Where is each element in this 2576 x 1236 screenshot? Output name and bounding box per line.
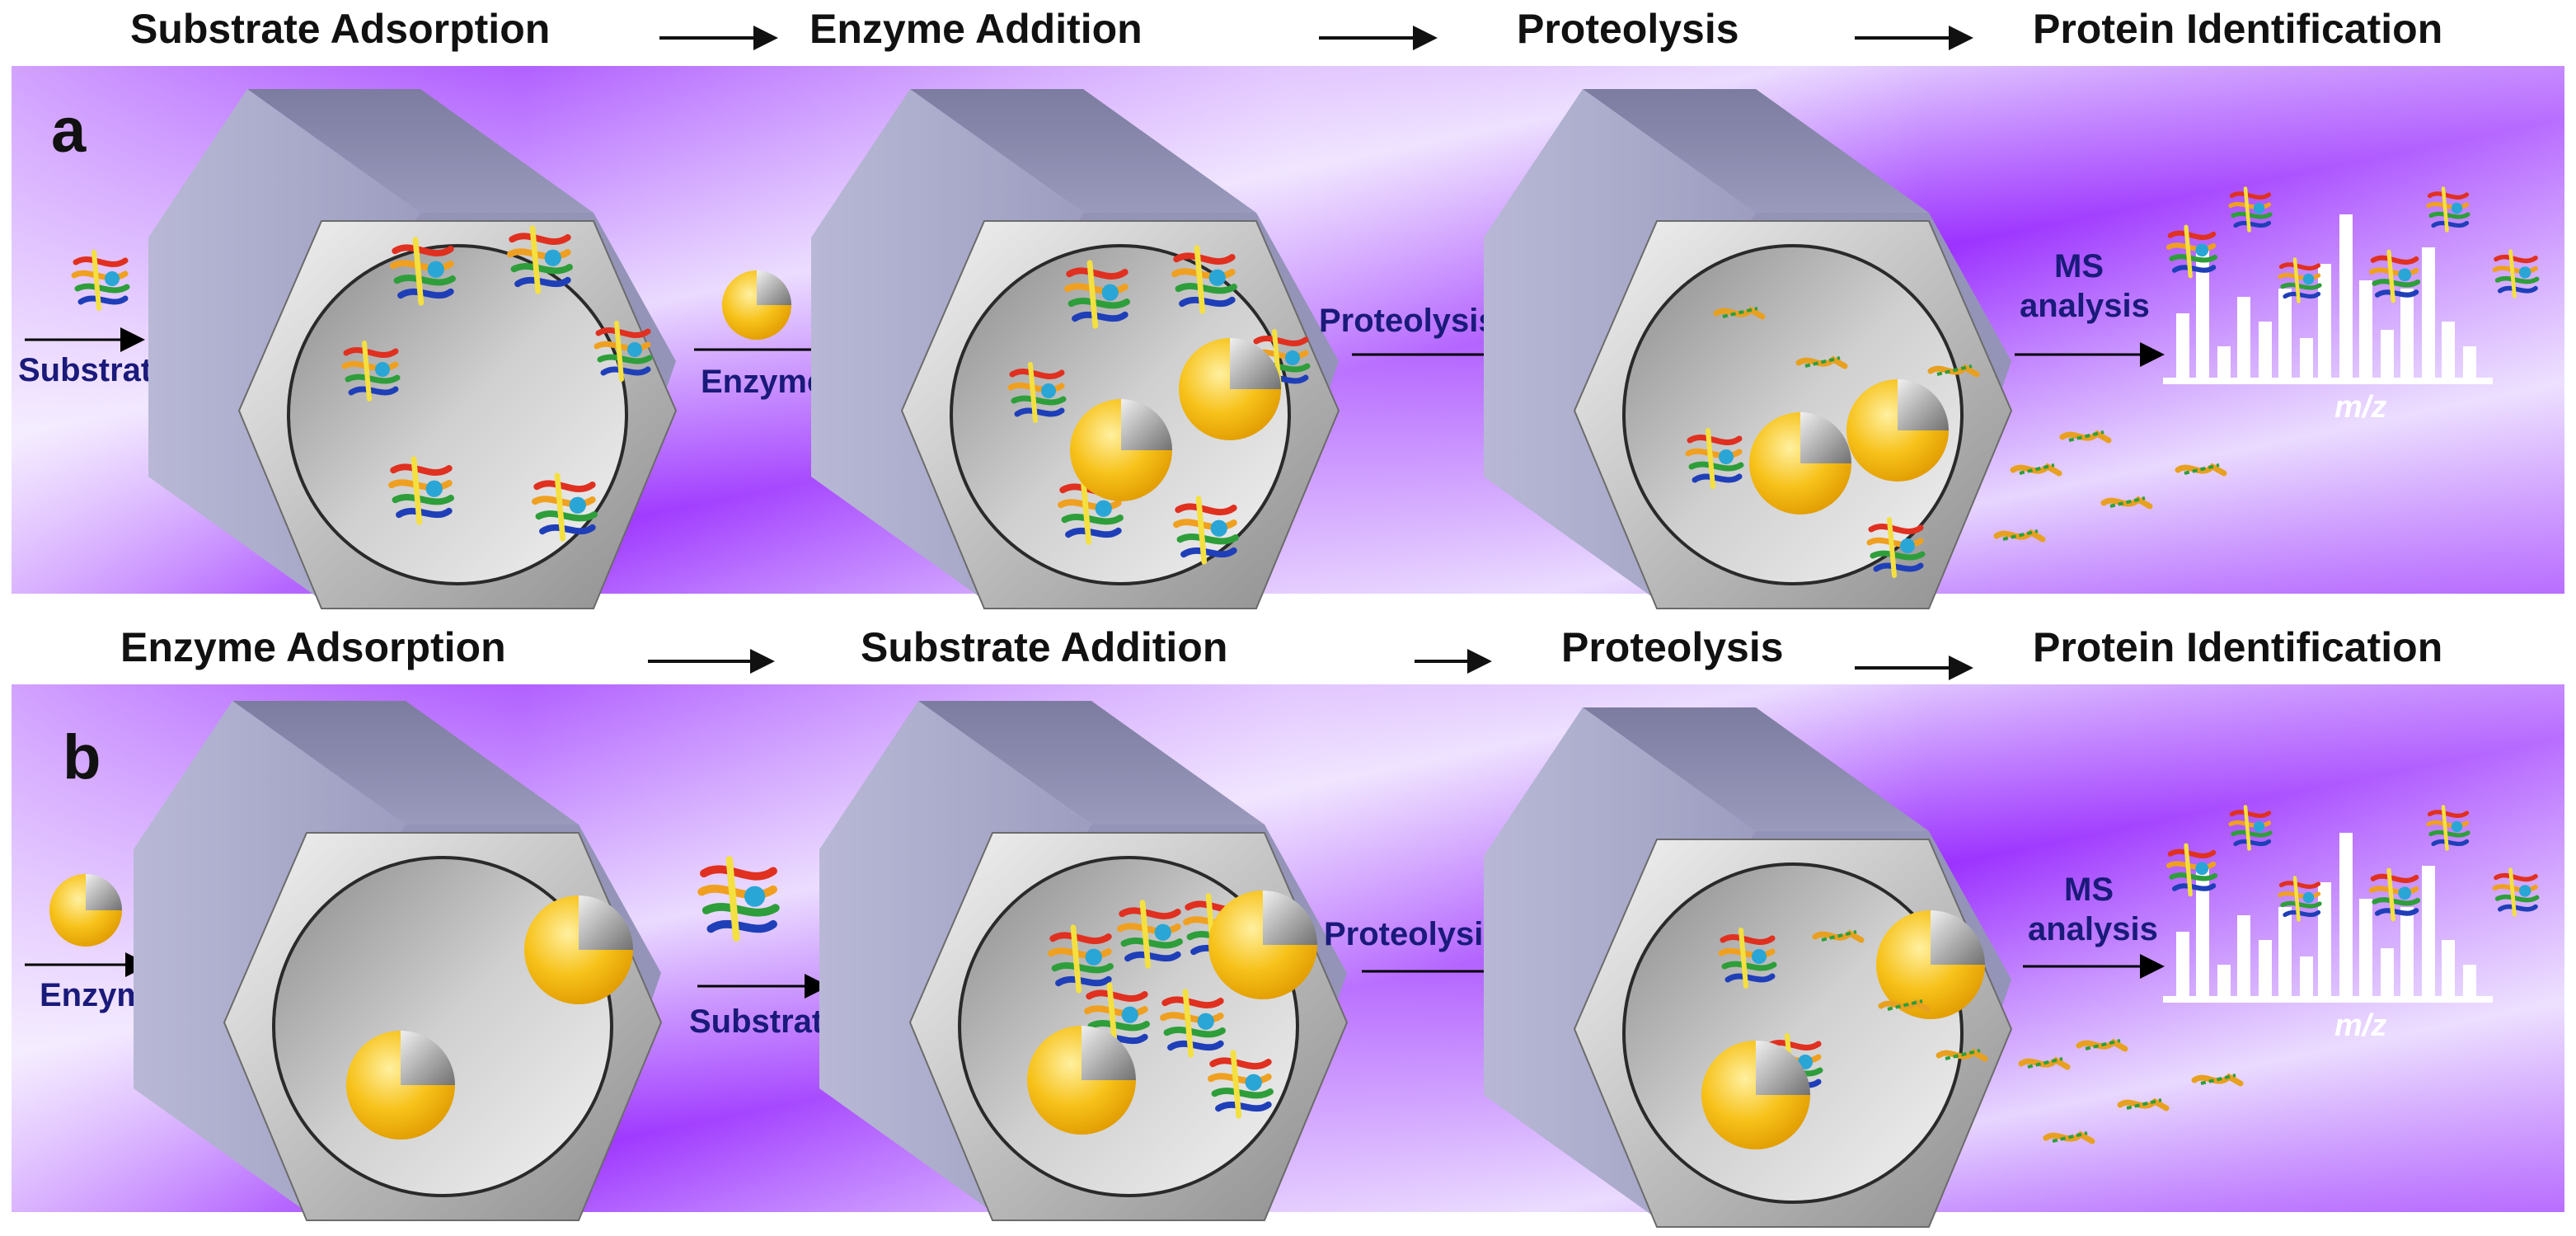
- header-arrow-a-1: [659, 26, 778, 50]
- header-arrow-b-1: [648, 649, 775, 674]
- step-a-3: Proteolysis: [1517, 6, 1739, 52]
- panel-b-letter: b: [63, 722, 101, 792]
- step-b-1: Enzyme Adsorption: [120, 624, 506, 670]
- header-arrow-b-3: [1855, 656, 1973, 680]
- step-b-2: Substrate Addition: [861, 624, 1228, 670]
- enzyme-pacman-icon: [524, 895, 633, 1004]
- enzyme-pacman-icon: [1208, 891, 1317, 999]
- mass-spectrum-icon: m/z: [2163, 189, 2537, 425]
- panel-a-letter: a: [51, 96, 87, 166]
- step-a-1: Substrate Adsorption: [130, 6, 551, 52]
- step-a-2: Enzyme Addition: [809, 6, 1143, 52]
- header-arrow-a-3: [1855, 26, 1973, 50]
- panel-b: b Enzyme Substrate Proteolysis: [12, 684, 2564, 1229]
- mz-label-a: m/z: [2334, 390, 2386, 425]
- step-a-4: Protein Identification: [2033, 6, 2443, 52]
- panel-a: a Substrate Enzyme Proteolysis: [12, 66, 2564, 610]
- ms-label-b-2: analysis: [2028, 911, 2158, 947]
- ms-label-b-1: MS: [2064, 872, 2114, 908]
- enzyme-pacman-icon: [1701, 1041, 1810, 1149]
- enzyme-pacman-icon: [346, 1031, 455, 1140]
- added-label-b: Substrate: [689, 1003, 842, 1040]
- inlet-label-a: Substrate: [18, 352, 171, 388]
- ms-label-a-1: MS: [2054, 248, 2104, 284]
- mz-label-b: m/z: [2334, 1008, 2386, 1043]
- ms-label-a-2: analysis: [2020, 288, 2150, 324]
- proteolysis-label-b: Proteolysis: [1324, 916, 1502, 952]
- added-label-a: Enzyme: [701, 364, 825, 400]
- enzyme-pacman-icon: [49, 874, 122, 947]
- step-b-4: Protein Identification: [2033, 624, 2443, 670]
- enzyme-pacman-icon: [1027, 1026, 1136, 1135]
- proteolysis-label-a: Proteolysis: [1319, 303, 1497, 339]
- header-arrow-b-2: [1415, 649, 1492, 674]
- header-arrow-a-2: [1319, 26, 1438, 50]
- step-b-3: Proteolysis: [1561, 624, 1784, 670]
- mass-spectrum-icon: m/z: [2163, 807, 2537, 1043]
